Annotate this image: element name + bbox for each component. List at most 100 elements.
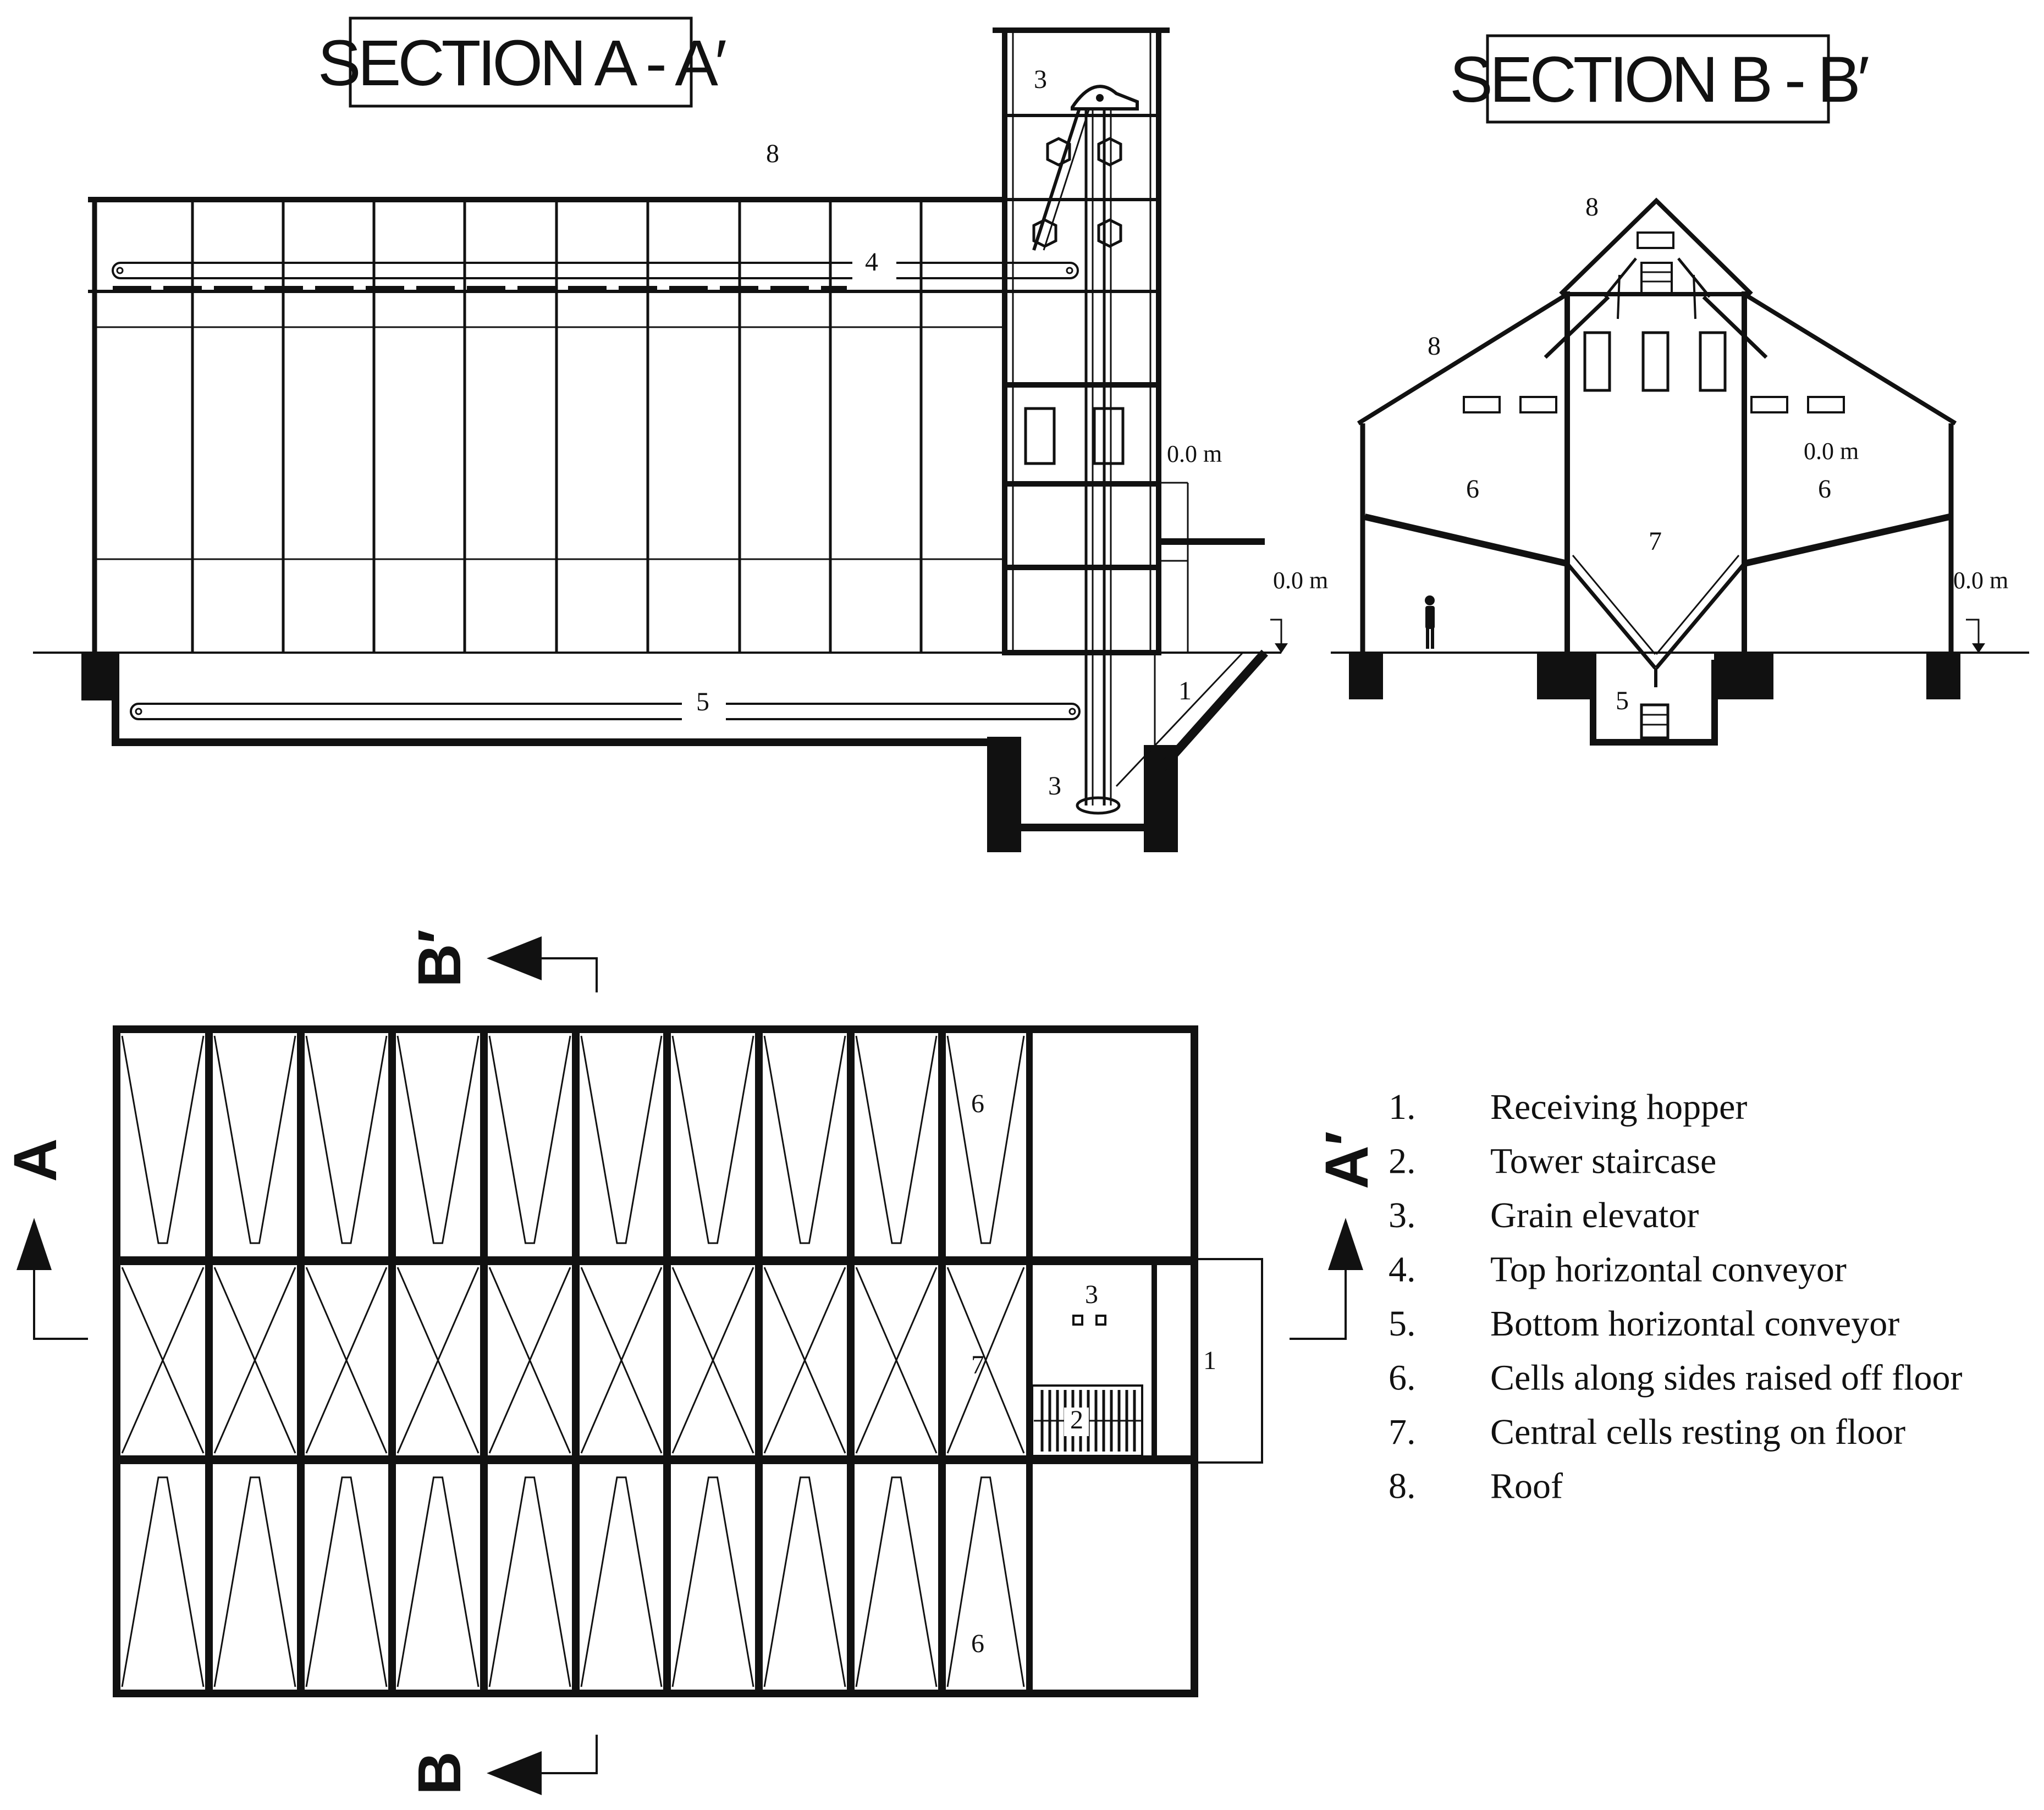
top-conveyor-belt — [112, 262, 1079, 279]
person-scale-icon — [1425, 595, 1435, 649]
cell-hopper-lines — [763, 1035, 846, 1244]
label-plan-center-cells: 7 — [971, 1350, 984, 1379]
cell-cross — [763, 1267, 846, 1454]
cell-hopper-lines — [213, 1035, 296, 1244]
cell-hopper-lines — [580, 1035, 663, 1244]
staircase-icon — [1031, 1384, 1143, 1457]
cell-hopper-lines — [488, 1035, 571, 1244]
cell-cross — [855, 1267, 938, 1454]
label-tunnel-b: 5 — [1616, 686, 1629, 715]
central-window — [1583, 331, 1611, 392]
cell-hopper-lines — [488, 1476, 571, 1687]
label-top-conveyor: 4 — [865, 247, 878, 277]
legend-text: Grain elevator — [1490, 1195, 1699, 1235]
side-roof-left — [1357, 292, 1569, 426]
cell-hopper-lines — [671, 1476, 754, 1687]
label-bottom-conveyor: 5 — [696, 687, 709, 716]
cell-hopper-lines — [855, 1035, 938, 1244]
arrow-left-icon — [487, 936, 542, 980]
foundation — [1926, 653, 1960, 699]
section-b-elevation: SECTION B - B′ — [1331, 34, 2029, 746]
cell-hopper-lines — [763, 1476, 846, 1687]
floor-plan: 6 7 6 3 2 1 A A′ B′ B — [2, 929, 1381, 1795]
elevation-upper-b: 0.0 m — [1804, 438, 1859, 465]
label-plan-bottom-cells: 6 — [971, 1629, 984, 1658]
elevator-tower — [1002, 27, 1161, 655]
gable-vent — [1637, 231, 1674, 249]
cell-cross — [580, 1267, 663, 1454]
arrow-up-icon — [1328, 1218, 1363, 1270]
cell-hopper-lines — [946, 1476, 1025, 1687]
legend-number: 1. — [1389, 1087, 1416, 1127]
cell-hopper-lines — [305, 1476, 388, 1687]
central-window — [1641, 331, 1670, 392]
label-roof-side-b: 8 — [1428, 332, 1441, 361]
spout-right — [1702, 295, 1768, 359]
label-hopper-a: 1 — [1178, 676, 1192, 705]
pulley-icon — [1097, 137, 1122, 167]
svg-text:B′: B′ — [406, 929, 473, 987]
side-window — [1750, 396, 1788, 413]
side-window — [1807, 396, 1845, 413]
elevator-pit-left-wall — [987, 737, 1021, 852]
pulley-icon — [1097, 218, 1122, 248]
foundation-left — [81, 653, 115, 700]
cell-cross — [946, 1267, 1025, 1454]
label-plan-hopper: 1 — [1203, 1346, 1216, 1375]
legend-number: 2. — [1389, 1141, 1416, 1182]
cut-marker-b-prime: B′ — [406, 929, 598, 992]
legend-text: Roof — [1490, 1466, 1563, 1507]
cell-hopper-lines — [121, 1035, 205, 1244]
elevation-ground-a: 0.0 m — [1273, 567, 1328, 594]
cut-marker-a: A — [2, 1138, 88, 1340]
svg-text:A′: A′ — [1313, 1131, 1381, 1189]
side-roof-right — [1743, 292, 1957, 426]
legend-text: Tower staircase — [1490, 1141, 1716, 1182]
cell-hopper-lines — [671, 1035, 754, 1244]
label-left-cells: 6 — [1466, 474, 1479, 504]
section-a-cell-dividers — [191, 200, 923, 653]
section-a-title: SECTION A - A′ — [318, 27, 726, 100]
section-b-title-box — [1486, 34, 1830, 124]
section-a-title-box — [349, 16, 693, 108]
side-window — [1463, 396, 1501, 413]
legend-number: 6. — [1389, 1358, 1416, 1398]
legend-number: 8. — [1389, 1466, 1416, 1507]
central-window — [1699, 331, 1727, 392]
raised-floor-left — [1364, 514, 1568, 567]
elevator-head-icon — [1071, 85, 1139, 111]
cut-marker-a-prime: A′ — [1290, 1131, 1381, 1340]
label-roof-top-b: 8 — [1585, 192, 1599, 222]
elevation-platform: 0.0 m — [1167, 440, 1222, 467]
arrow-up-icon — [16, 1218, 52, 1270]
label-plan-elevator: 3 — [1085, 1280, 1098, 1309]
bottom-conveyor-belt — [130, 703, 1081, 720]
cell-hopper-lines — [305, 1035, 388, 1244]
legend-text: Top horizontal conveyor — [1490, 1250, 1847, 1290]
cell-cross — [213, 1267, 296, 1454]
elevation-marker-icon — [1270, 619, 1282, 649]
arrow-left-icon — [487, 1751, 542, 1795]
foundation — [1537, 653, 1596, 699]
cell-hopper-lines — [121, 1476, 205, 1687]
legend-text: Bottom horizontal conveyor — [1490, 1304, 1899, 1344]
cell-cross — [305, 1267, 388, 1454]
section-b-title: SECTION B - B′ — [1450, 43, 1869, 116]
plan-cell-walls — [205, 1029, 946, 1693]
cell-cross — [121, 1267, 205, 1454]
cut-marker-b: B — [406, 1735, 598, 1795]
legend-number: 7. — [1389, 1412, 1416, 1452]
gable-roof — [1559, 197, 1753, 296]
cell-cross — [396, 1267, 480, 1454]
cell-hopper-lines — [213, 1476, 296, 1687]
tower-window-right — [1093, 407, 1125, 465]
plan-outer-wall — [113, 1025, 1198, 1697]
svg-text:B: B — [406, 1751, 473, 1795]
elevation-marker-icon — [1966, 619, 1980, 649]
legend-number: 5. — [1389, 1304, 1416, 1344]
spout-left — [1544, 295, 1610, 359]
cell-hopper-lines — [580, 1476, 663, 1687]
plan-cell-crossings — [121, 1035, 1025, 1687]
basement-tunnel — [112, 653, 990, 746]
